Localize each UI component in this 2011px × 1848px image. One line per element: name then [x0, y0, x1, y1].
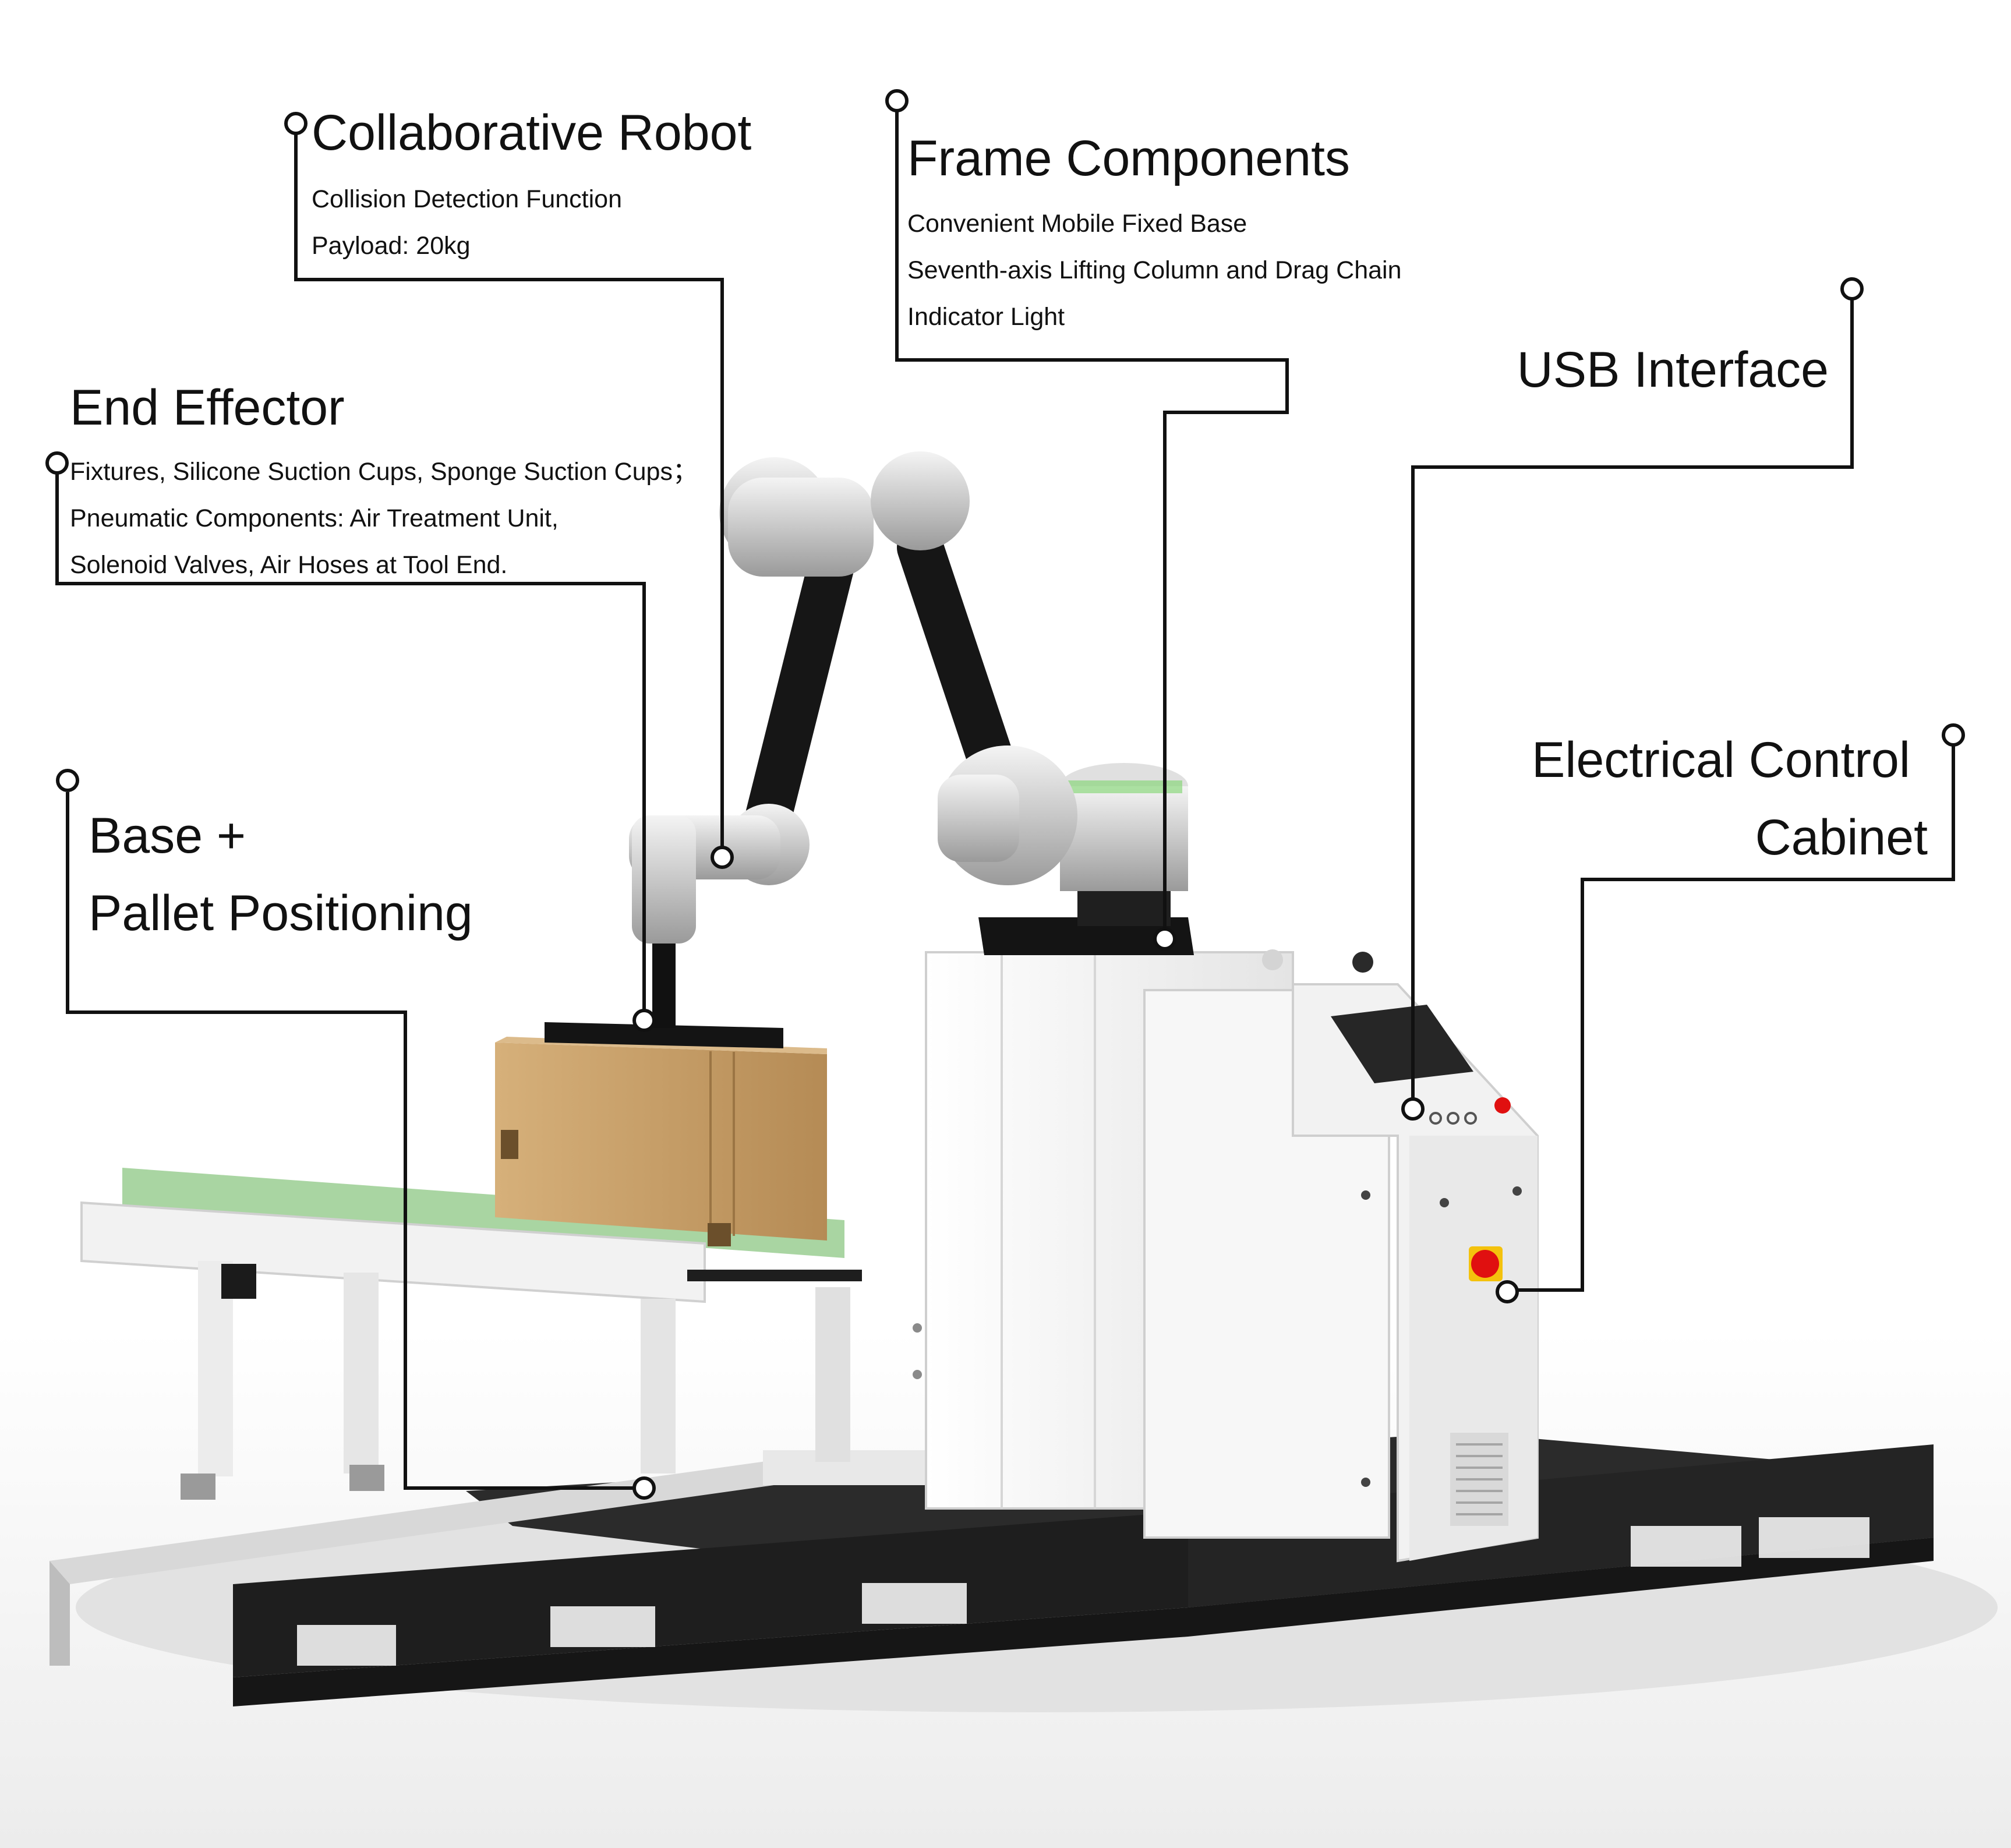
pallet-slot [1631, 1526, 1741, 1567]
endpoint-circle [284, 112, 308, 135]
endpoint-circle [632, 1009, 656, 1032]
endpoint-circle [711, 846, 734, 869]
endpoint-circle [45, 451, 69, 475]
endpoint-circle [56, 769, 79, 792]
leader-base-pallet [66, 792, 644, 1490]
leader-endpoints [45, 89, 1965, 1500]
frame-components-title: Frame Components [907, 130, 1350, 186]
indicator-light [1262, 949, 1283, 970]
usb-interface-title: USB Interface [1517, 342, 1829, 398]
pallet-slot [550, 1606, 655, 1647]
conveyor [80, 1168, 862, 1500]
gripper-plate [545, 935, 783, 1048]
cardboard-box [495, 1037, 827, 1246]
collaborative-robot-line-1: Collision Detection Function [312, 185, 622, 213]
leader-usb-interface [1411, 295, 1854, 1108]
electrical-cabinet-body [913, 949, 1539, 1563]
leader-end-effector [55, 469, 646, 1020]
end-effector-line-3: Solenoid Valves, Air Hoses at Tool End. [70, 551, 508, 579]
end-effector-title: End Effector [70, 380, 345, 436]
endpoint-circle [1153, 927, 1176, 950]
frame-components-line-2: Seventh-axis Lifting Column and Drag Cha… [907, 256, 1402, 284]
frame-components-line-1: Convenient Mobile Fixed Base [907, 210, 1247, 238]
collaborative-robot-title: Collaborative Robot [312, 105, 752, 161]
leader-lines [55, 109, 1955, 1490]
endpoint-circle [1496, 1280, 1519, 1303]
base-pallet-title-line-1: Base + [89, 808, 246, 864]
robot-arm [629, 451, 1077, 944]
estop-button [1471, 1250, 1499, 1278]
endpoint-circle [885, 89, 909, 112]
endpoint-circle [1840, 277, 1864, 301]
endpoint-circle [1401, 1097, 1425, 1121]
pallet-slot [1759, 1517, 1869, 1558]
indicator-button-red [1494, 1097, 1511, 1114]
endpoint-circle [1942, 723, 1965, 747]
electrical-cabinet-title-line-2: Cabinet [1755, 810, 1928, 865]
indicator-light [1352, 952, 1373, 973]
pallet-slot [862, 1583, 967, 1624]
robot-base [978, 763, 1194, 955]
end-effector-line-1: Fixtures, Silicone Suction Cups, Sponge … [70, 458, 698, 486]
endpoint-circle [632, 1476, 656, 1500]
end-effector-line-2: Pneumatic Components: Air Treatment Unit… [70, 504, 559, 532]
electrical-cabinet-title-line-1: Electrical Control [1532, 732, 1910, 788]
leader-electrical-cabinet [1507, 743, 1955, 1292]
collaborative-robot-line-2: Payload: 20kg [312, 232, 471, 260]
pallet-slot [297, 1625, 396, 1666]
base-pallet-title-line-2: Pallet Positioning [89, 885, 473, 941]
leader-collaborative-robot [294, 134, 724, 862]
frame-components-line-3: Indicator Light [907, 303, 1065, 331]
leader-frame-components [895, 109, 1289, 939]
